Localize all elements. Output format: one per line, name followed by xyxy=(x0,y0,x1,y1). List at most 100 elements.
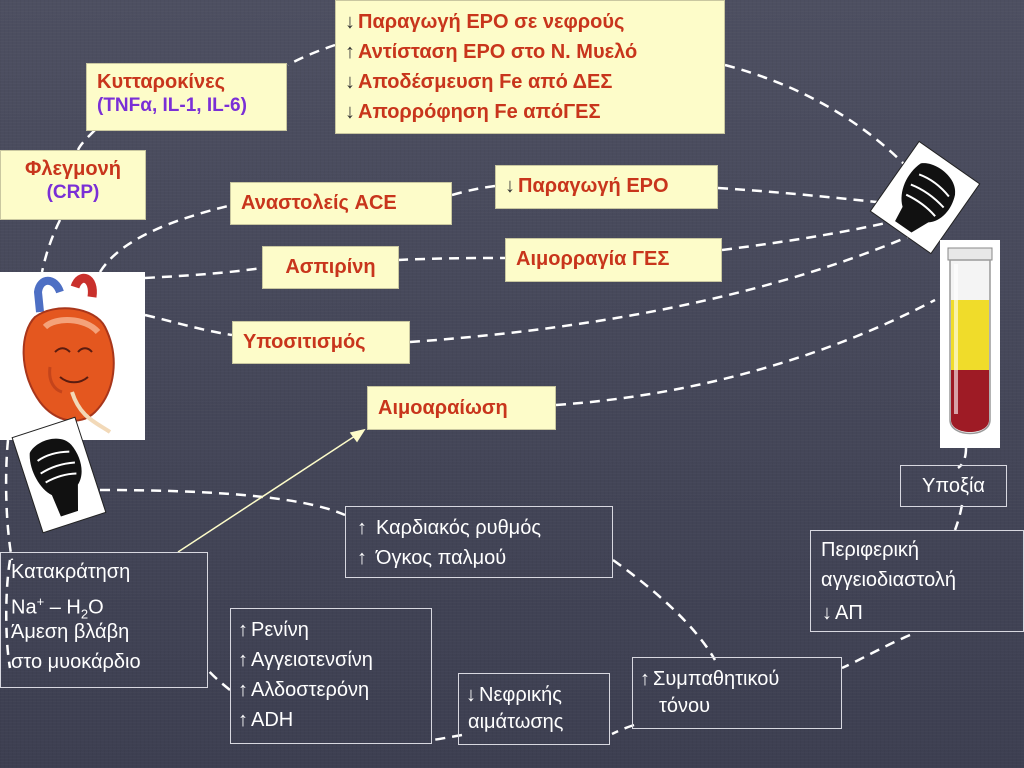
epo-production-label: Παραγωγή EPO xyxy=(518,175,669,197)
clenched-fist-icon xyxy=(861,133,989,262)
connector-cardiac-to-sympathetic xyxy=(612,558,717,661)
sympathetic-line-2: τόνου xyxy=(659,695,711,717)
retention-box: Κατακράτηση Na+ – H2O Άμεση βλάβη στο μυ… xyxy=(0,552,208,688)
epo-line-text: Παραγωγή EPO σε νεφρούς xyxy=(358,11,625,33)
renal-line-1: ↓ Νεφρικής xyxy=(465,680,603,710)
renal-line-2: αιμάτωσης xyxy=(468,711,564,733)
cytokines-box: Κυτταροκίνες (TNFα, IL-1, IL-6) xyxy=(86,63,287,131)
epo-production-box: ↓ Παραγωγή EPO xyxy=(495,165,718,209)
arrow-retention-to-hemodilution xyxy=(177,435,356,553)
vasodilation-box: Περιφερική αγγειοδιαστολή ↓ ΑΠ xyxy=(810,530,1024,632)
cardiac-output-box: ↑ Καρδιακός ρυθμός ↑ Όγκος παλμού xyxy=(345,506,613,578)
epo-line-text: Απορρόφηση Fe απόΓΕΣ xyxy=(358,101,601,123)
epo-line-3: ↓ Αποδέσμευση Fe από ΔΕΣ xyxy=(344,67,716,97)
connector-epo-to-tube xyxy=(717,186,906,207)
epo-line-4: ↓ Απορρόφηση Fe απόΓΕΣ xyxy=(344,97,716,127)
aspirin-label: Ασπιρίνη xyxy=(285,256,376,278)
arrow-up-icon: ↑ xyxy=(238,679,248,701)
arrow-down-icon: ↓ xyxy=(466,684,476,706)
arrow-down-icon: ↓ xyxy=(345,71,355,93)
ace-inhibitors-label: Αναστολείς ACE xyxy=(241,192,397,214)
inflammation-box: Φλεγμονή (CRP) xyxy=(0,150,146,220)
heart-image xyxy=(0,272,145,440)
raas-line-text: ADH xyxy=(251,709,294,731)
raas-line-text: Αγγειοτενσίνη xyxy=(251,649,373,671)
cardiac-line-1: ↑ Καρδιακός ρυθμός xyxy=(356,513,602,543)
connector-ero-to-tube xyxy=(724,63,906,166)
arrow-down-icon: ↓ xyxy=(822,602,832,624)
connector-renal-to-renin xyxy=(431,733,463,742)
sodium-charge: + xyxy=(36,594,45,609)
raas-line-4: ↑ ADH xyxy=(237,705,425,735)
epo-line-text: Αποδέσμευση Fe από ΔΕΣ xyxy=(358,71,613,93)
retention-line-3: Άμεση βλάβη xyxy=(11,621,130,643)
connector-heart-to-aspirin xyxy=(144,266,263,280)
clenched-fist-icon xyxy=(3,410,115,540)
hypoxia-box: Υποξία xyxy=(900,465,1007,507)
arrow-head xyxy=(349,428,366,443)
epo-line-1: ↓ Παραγωγή EPO σε νεφρούς xyxy=(344,7,716,37)
raas-line-2: ↑ Αγγειοτενσίνη xyxy=(237,645,425,675)
retention-line-2: Na+ – H2O xyxy=(11,590,197,622)
test-tube-image xyxy=(940,240,1000,448)
gi-bleeding-box: Αιμορραγία ΓΕΣ xyxy=(505,238,722,282)
connector-cytokines-to-inflammation xyxy=(76,129,96,151)
retention-line-1: Κατακράτηση xyxy=(11,561,131,583)
cardiac-line-text: Καρδιακός ρυθμός xyxy=(376,517,541,539)
arrow-up-icon: ↑ xyxy=(238,619,248,641)
epo-production-line: ↓ Παραγωγή EPO xyxy=(504,174,709,198)
connector-tube-to-hypoxia xyxy=(957,447,968,469)
vasodilation-line-1: Περιφερική xyxy=(821,539,920,561)
oxygen-symbol: O xyxy=(88,596,104,619)
connector-retention-left xyxy=(5,559,12,669)
connector-hypoxia-to-vasodilation xyxy=(953,504,964,531)
epo-line-text: Αντίσταση EPO στο Ν. Μυελό xyxy=(358,41,638,63)
connector-aspirin-to-gibleed xyxy=(397,256,506,262)
connector-ero-to-cytokines xyxy=(287,43,336,67)
raas-box: ↑ Ρενίνη ↑ Αγγειοτενσίνη ↑ Αλδοστερόνη ↑… xyxy=(230,608,432,744)
arrow-up-icon: ↑ xyxy=(238,709,248,731)
connector-sympathetic-to-renal xyxy=(611,723,635,736)
connector-fist-to-cardiac xyxy=(99,488,346,517)
hypoxia-label: Υποξία xyxy=(922,475,985,497)
epo-line-2: ↑ Αντίσταση EPO στο Ν. Μυελό xyxy=(344,37,716,67)
arrow-up-icon: ↑ xyxy=(357,547,367,569)
hemodilution-label: Αιμοαραίωση xyxy=(378,397,508,419)
malnutrition-label: Υποσιτισμός xyxy=(243,331,366,353)
cardiac-line-text: Όγκος παλμού xyxy=(376,547,507,569)
cardiac-line-2: ↑ Όγκος παλμού xyxy=(356,543,602,573)
sodium-symbol: Na xyxy=(11,596,37,619)
cytokines-detail: (TNFα, IL-1, IL-6) xyxy=(97,95,247,116)
cytokines-title: Κυτταροκίνες xyxy=(97,71,225,93)
raas-line-1: ↑ Ρενίνη xyxy=(237,615,425,645)
arrow-down-icon: ↓ xyxy=(505,175,515,197)
connector-malnutrition-to-tube xyxy=(409,223,936,344)
vasodilation-line-3: ↓ ΑΠ xyxy=(821,598,1013,628)
raas-line-text: Αλδοστερόνη xyxy=(251,679,370,701)
inflammation-title: Φλεγμονή xyxy=(25,158,121,180)
sympathetic-line-1: ↑ Συμπαθητικού xyxy=(639,664,835,694)
arrow-up-icon: ↑ xyxy=(640,668,650,690)
connector-vasodilation-to-sympathetic xyxy=(841,633,911,670)
epo-summary-box: ↓ Παραγωγή EPO σε νεφρούς ↑ Αντίσταση EP… xyxy=(335,0,725,134)
sympathetic-line-text: Συμπαθητικού xyxy=(653,668,780,690)
hemodilution-box: Αιμοαραίωση xyxy=(367,386,556,430)
vasodilation-bp: ΑΠ xyxy=(835,602,863,624)
retention-line-4: στο μυοκάρδιο xyxy=(11,651,141,673)
arrow-up-icon: ↑ xyxy=(238,649,248,671)
gi-bleeding-label: Αιμορραγία ΓΕΣ xyxy=(516,248,670,270)
malnutrition-box: Υποσιτισμός xyxy=(232,321,410,364)
vasodilation-line-2: αγγειοδιαστολή xyxy=(821,569,957,591)
renal-line-text: Νεφρικής xyxy=(479,684,562,706)
renal-perfusion-box: ↓ Νεφρικής αιμάτωσης xyxy=(458,673,610,745)
aspirin-box: Ασπιρίνη xyxy=(262,246,399,289)
arrow-up-icon: ↑ xyxy=(357,517,367,539)
inflammation-detail: (CRP) xyxy=(46,182,100,203)
sympathetic-tone-box: ↑ Συμπαθητικού τόνου xyxy=(632,657,842,729)
water-symbol: – H xyxy=(44,596,81,619)
water-subscript: 2 xyxy=(80,606,89,622)
arrow-down-icon: ↓ xyxy=(345,11,355,33)
ace-inhibitors-box: Αναστολείς ACE xyxy=(230,182,452,225)
connector-inflammation-to-heart xyxy=(40,219,62,273)
